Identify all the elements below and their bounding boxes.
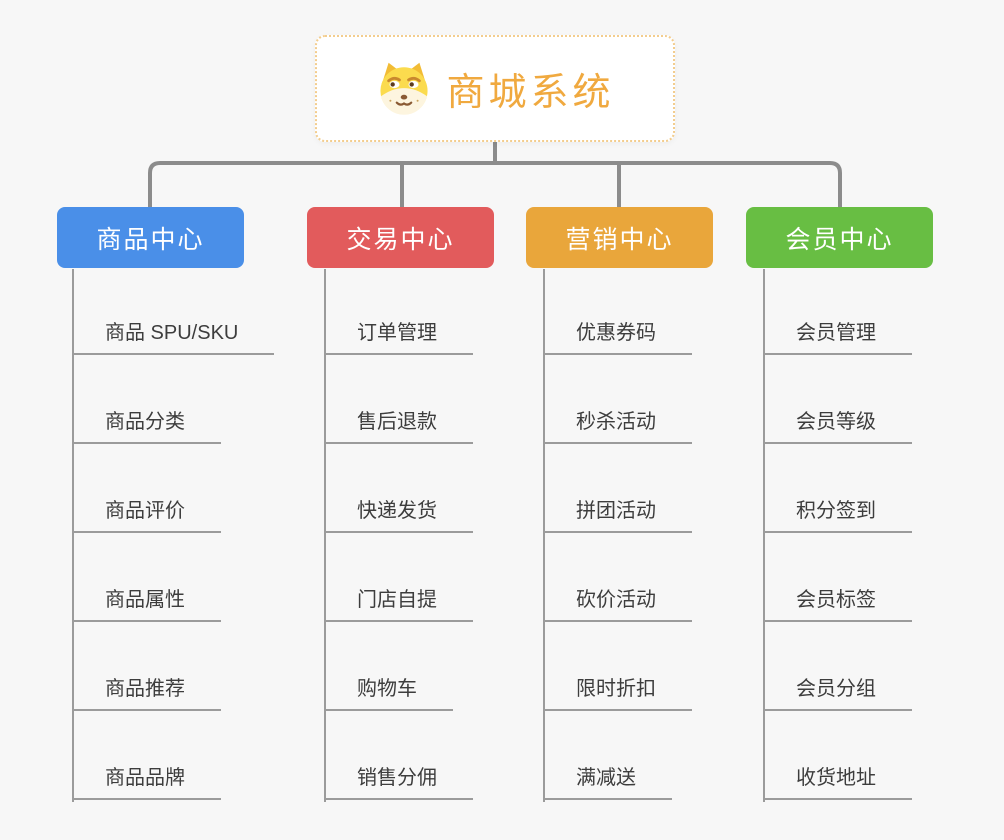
leaf-item[interactable]: 购物车 [324, 678, 453, 711]
leaf-item[interactable]: 优惠券码 [543, 322, 692, 355]
leaf-item[interactable]: 积分签到 [763, 500, 912, 533]
leaf-item[interactable]: 商品品牌 [72, 767, 221, 800]
leaf-item[interactable]: 商品推荐 [72, 678, 221, 711]
branch-spine [543, 269, 545, 802]
leaf-item[interactable]: 快递发货 [324, 500, 473, 533]
leaf-item[interactable]: 会员标签 [763, 589, 912, 622]
leaf-item[interactable]: 会员管理 [763, 322, 912, 355]
branch-spine [763, 269, 765, 802]
leaf-item[interactable]: 商品评价 [72, 500, 221, 533]
branch-trade-center[interactable]: 交易中心 [307, 207, 494, 268]
leaf-item[interactable]: 会员等级 [763, 411, 912, 444]
leaf-item[interactable]: 限时折扣 [543, 678, 692, 711]
branch-product-center[interactable]: 商品中心 [57, 207, 244, 268]
branch-marketing-center[interactable]: 营销中心 [526, 207, 713, 268]
leaf-item[interactable]: 拼团活动 [543, 500, 692, 533]
leaf-item[interactable]: 满减送 [543, 767, 672, 800]
leaf-item[interactable]: 订单管理 [324, 322, 473, 355]
leaf-item[interactable]: 销售分佣 [324, 767, 473, 800]
leaf-item[interactable]: 商品属性 [72, 589, 221, 622]
root-title: 商城系统 [446, 72, 615, 114]
leaf-item[interactable]: 商品 SPU/SKU [72, 322, 275, 355]
leaf-item[interactable]: 商品分类 [72, 411, 221, 444]
leaf-item[interactable]: 会员分组 [763, 678, 912, 711]
branch-spine [324, 269, 326, 802]
root-node[interactable]: 商城系统 [315, 35, 675, 142]
branch-spine [72, 269, 74, 802]
branch-member-center[interactable]: 会员中心 [746, 207, 933, 268]
leaf-item[interactable]: 门店自提 [324, 589, 473, 622]
dog-icon [375, 60, 433, 118]
leaf-item[interactable]: 收货地址 [763, 767, 912, 800]
leaf-item[interactable]: 秒杀活动 [543, 411, 692, 444]
leaf-item[interactable]: 砍价活动 [543, 589, 692, 622]
leaf-item[interactable]: 售后退款 [324, 411, 473, 444]
